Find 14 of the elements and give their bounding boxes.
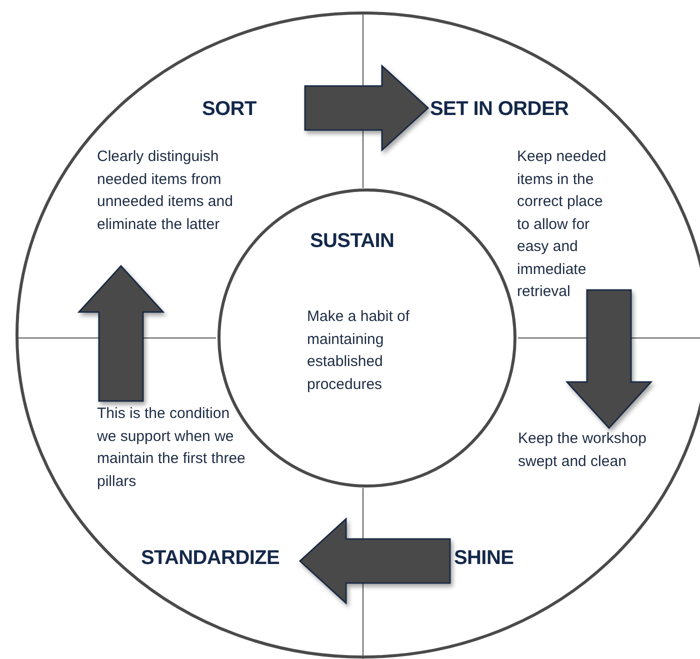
- pillar-heading: SHINE: [454, 547, 514, 570]
- pillar-description: Make a habit of maintaining established procedures: [307, 307, 411, 394]
- pillar-heading: SUSTAIN: [310, 230, 394, 253]
- pillar-heading: SORT: [202, 98, 256, 121]
- block-arrow: [298, 517, 451, 605]
- pillar-description: Clearly distinguish needed items from unneeded items and eliminate the latter: [97, 147, 234, 234]
- pillar-description: Keep the workshop swept and clean: [518, 429, 648, 472]
- pillar-heading: SET IN ORDER: [430, 98, 569, 121]
- pillar-description: This is the condition we support when we maintain the first three pillars: [97, 404, 246, 492]
- block-arrow: [77, 264, 165, 402]
- pillar-heading: STANDARDIZE: [141, 547, 280, 570]
- pillar-description: Keep needed items in the correct place to allow for easy and immediate retrieval: [517, 147, 608, 302]
- block-arrow: [565, 289, 653, 430]
- block-arrow: [304, 64, 430, 152]
